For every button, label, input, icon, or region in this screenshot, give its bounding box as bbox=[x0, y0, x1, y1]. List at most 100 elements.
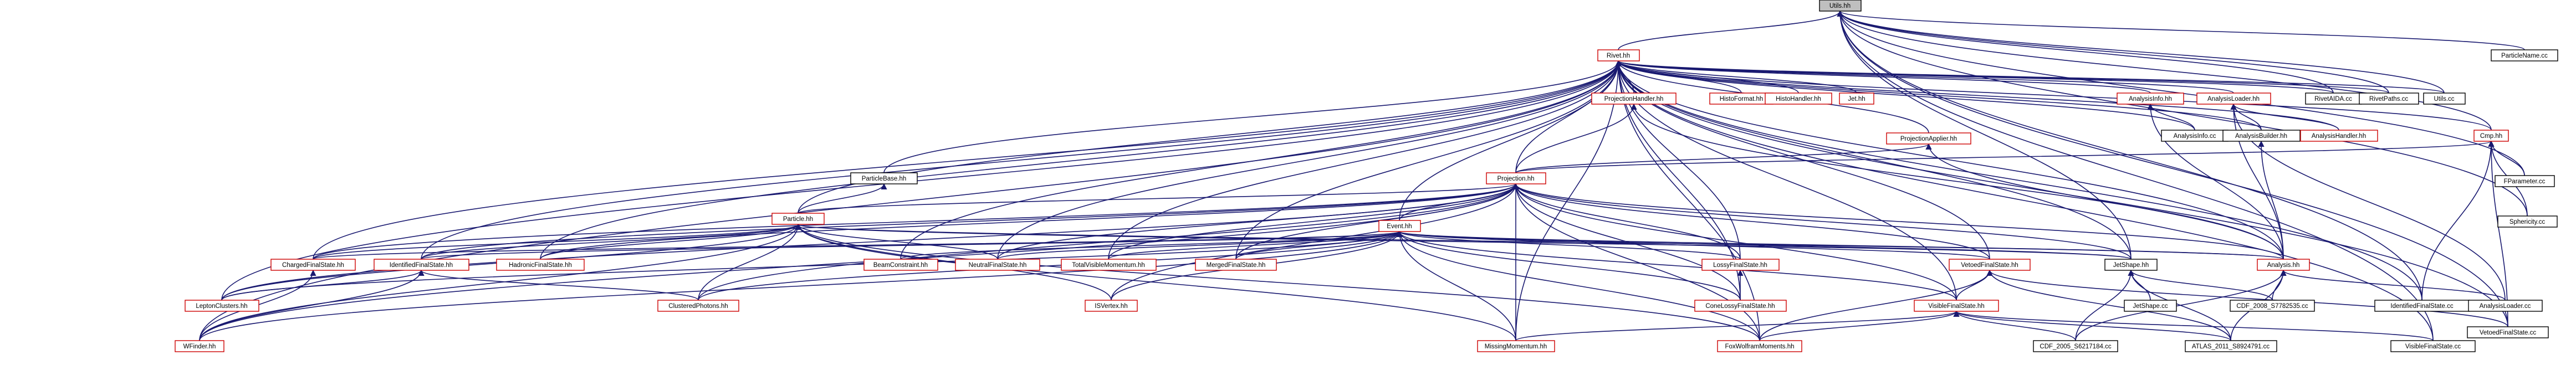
dependency-edge bbox=[1837, 10, 2422, 301]
dependency-edge bbox=[1512, 183, 2132, 260]
dependency-edge bbox=[2280, 269, 2506, 301]
dependency-edge bbox=[1512, 183, 1957, 301]
node-label: VetoedFinalState.cc bbox=[2480, 330, 2537, 336]
graph-node[interactable]: Particle.hh bbox=[771, 213, 825, 225]
node-label: NeutralFinalState.hh bbox=[969, 262, 1027, 269]
node-label: ChargedFinalState.hh bbox=[282, 262, 344, 269]
dependency-edge bbox=[1396, 230, 1957, 301]
graph-node[interactable]: ChargedFinalState.hh bbox=[270, 259, 356, 271]
dependency-edge bbox=[1615, 60, 2195, 131]
dependency-edge bbox=[1837, 10, 2334, 94]
dependency-edge bbox=[900, 230, 1403, 260]
node-box bbox=[955, 259, 1040, 271]
dependency-edge bbox=[1837, 10, 2389, 94]
graph-node[interactable]: HistoFormat.hh bbox=[1709, 92, 1773, 105]
node-label: Particle.hh bbox=[783, 216, 813, 223]
node-box bbox=[1949, 259, 2031, 271]
graph-node[interactable]: ProjectionApplier.hh bbox=[1886, 132, 1971, 145]
dependency-edge bbox=[540, 183, 1519, 260]
node-box bbox=[2222, 130, 2301, 142]
node-label: AnalysisHandler.hh bbox=[2312, 133, 2366, 140]
dependency-edge bbox=[2488, 140, 2525, 176]
graph-node: AnalysisBuilder.hh bbox=[2222, 130, 2301, 142]
graph-node[interactable]: IdentifiedFinalState.hh bbox=[374, 259, 469, 271]
graph-node[interactable]: MissingMomentum.hh bbox=[1477, 340, 1555, 352]
graph-node: Utils.hh bbox=[1819, 0, 1862, 12]
graph-node[interactable]: LeptonClusters.hh bbox=[185, 300, 259, 312]
graph-node: VetoedFinalState.cc bbox=[2467, 326, 2549, 338]
graph-node[interactable]: ISVertex.hh bbox=[1085, 300, 1138, 312]
dependency-edge bbox=[997, 60, 1622, 260]
graph-node[interactable]: TotalVisibleMomentum.hh bbox=[1061, 259, 1157, 271]
dependency-edge bbox=[1956, 269, 1993, 301]
dependency-edge bbox=[199, 269, 425, 341]
graph-node[interactable]: ConeLossyFinalState.hh bbox=[1694, 300, 1787, 312]
dependency-edge bbox=[1615, 60, 2262, 131]
dependency-edge bbox=[1396, 230, 1990, 260]
dependency-edge bbox=[313, 60, 1622, 260]
dependency-edge bbox=[2488, 140, 2508, 327]
dependency-edge bbox=[1986, 269, 2508, 327]
graph-node: ParticleName.cc bbox=[2491, 49, 2558, 61]
dependency-edge bbox=[1515, 60, 1622, 341]
graph-node[interactable]: VetoedFinalState.hh bbox=[1949, 259, 2031, 271]
node-label: FoxWolframMoments.hh bbox=[1725, 343, 1794, 350]
node-box bbox=[2196, 92, 2271, 105]
graph-node[interactable]: AnalysisInfo.hh bbox=[2117, 92, 2184, 105]
graph-node: AnalysisLoader.cc bbox=[2468, 300, 2543, 312]
dependency-edge bbox=[1615, 60, 2445, 94]
graph-node[interactable]: VisibleFinalState.hh bbox=[1914, 300, 1999, 312]
graph-node[interactable]: Projection.hh bbox=[1486, 172, 1546, 184]
graph-node: Utils.cc bbox=[2423, 92, 2466, 105]
dependency-edge bbox=[698, 230, 1403, 301]
graph-node[interactable]: Cmp.hh bbox=[2473, 130, 2509, 142]
node-box bbox=[1085, 300, 1138, 312]
graph-node: JetShape.cc bbox=[2124, 300, 2177, 312]
graph-node[interactable]: ProjectionHandler.hh bbox=[1591, 92, 1677, 105]
dependency-edge bbox=[421, 60, 1622, 260]
graph-node[interactable]: HistoHandler.hh bbox=[1765, 92, 1832, 105]
graph-node[interactable]: WFinder.hh bbox=[175, 340, 224, 352]
node-label: ClusteredPhotons.hh bbox=[668, 303, 728, 310]
node-label: LossyFinalState.hh bbox=[1713, 262, 1767, 269]
node-label: AnalysisBuilder.hh bbox=[2235, 133, 2287, 140]
node-label: VetoedFinalState.hh bbox=[1961, 262, 2018, 269]
dependency-edge bbox=[418, 269, 699, 301]
graph-node[interactable]: AnalysisHandler.hh bbox=[2300, 130, 2378, 142]
graph-node: CDF_2005_S6217184.cc bbox=[2033, 340, 2118, 352]
node-box bbox=[657, 300, 739, 312]
dependency-edge bbox=[1615, 60, 2492, 131]
node-label: ATLAS_2011_S8924791.cc bbox=[2192, 343, 2270, 350]
node-label: Sphericity.cc bbox=[2509, 219, 2546, 225]
dependency-edge bbox=[1837, 10, 2528, 217]
graph-node[interactable]: Jet.hh bbox=[1839, 92, 1874, 105]
graph-node[interactable]: Analysis.hh bbox=[2257, 259, 2310, 271]
node-box bbox=[1694, 300, 1787, 312]
graph-node[interactable]: BeamConstraint.hh bbox=[863, 259, 938, 271]
graph-node[interactable]: NeutralFinalState.hh bbox=[955, 259, 1040, 271]
node-label: Event.hh bbox=[1387, 223, 1412, 230]
dependency-edge bbox=[2421, 140, 2495, 301]
dependency-edge bbox=[1615, 60, 2234, 94]
dependency-edge bbox=[2258, 140, 2284, 260]
graph-node[interactable]: FoxWolframMoments.hh bbox=[1717, 340, 1802, 352]
graph-node: Sphericity.cc bbox=[2497, 215, 2558, 228]
graph-node[interactable]: Event.hh bbox=[1378, 220, 1421, 232]
graph-node: AnalysisInfo.cc bbox=[2161, 130, 2229, 142]
graph-node[interactable]: LossyFinalState.hh bbox=[1701, 259, 1780, 271]
dependency-edge bbox=[2147, 103, 2284, 260]
graph-node[interactable]: Rivet.hh bbox=[1597, 49, 1640, 61]
dependency-edge bbox=[1615, 60, 1760, 341]
graph-node[interactable]: HadronicFinalState.hh bbox=[496, 259, 585, 271]
dependency-edge bbox=[1615, 60, 2422, 301]
node-box bbox=[1378, 220, 1421, 232]
dependency-edge bbox=[1837, 10, 2508, 327]
node-box bbox=[374, 259, 469, 271]
node-label: BeamConstraint.hh bbox=[873, 262, 928, 269]
graph-node[interactable]: AnalysisLoader.hh bbox=[2196, 92, 2271, 105]
dependency-edge bbox=[1837, 10, 2132, 260]
graph-node[interactable]: MergedFinalState.hh bbox=[1195, 259, 1277, 271]
node-box bbox=[1195, 259, 1277, 271]
graph-node[interactable]: ClusteredPhotons.hh bbox=[657, 300, 739, 312]
node-label: Analysis.hh bbox=[2267, 262, 2300, 269]
